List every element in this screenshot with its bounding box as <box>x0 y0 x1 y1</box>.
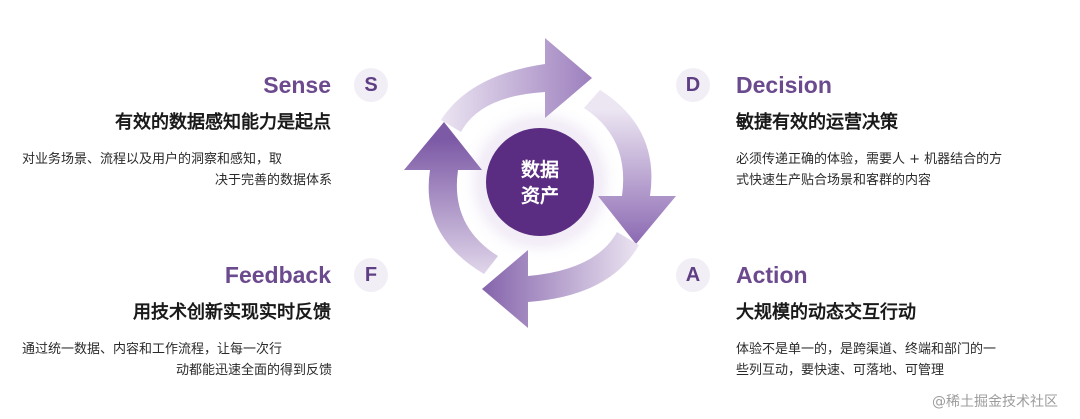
watermark: @稀土掘金技术社区 <box>932 394 1058 410</box>
arrow-bottom <box>482 232 639 328</box>
feedback-subtitle: 用技术创新实现实时反馈 <box>133 302 331 323</box>
sense-description: 对业务场景、流程以及用户的洞察和感知，取 决于完善的数据体系 <box>22 149 332 191</box>
center-label-line1: 数据 <box>521 158 559 181</box>
decision-description: 必须传递正确的体验，需要人 + 机器结合的方 式快速生产贴合场景和客群的内容 <box>736 149 1002 191</box>
action-block: Action 大规模的动态交互行动 体验不是单一的，是跨渠道、终端和部门的一 些… <box>736 261 996 381</box>
decision-subtitle: 敏捷有效的运营决策 <box>736 112 898 133</box>
decision-block: Decision 敏捷有效的运营决策 必须传递正确的体验，需要人 + 机器结合的… <box>736 71 1002 191</box>
action-desc-line1: 体验不是单一的，是跨渠道、终端和部门的一 <box>736 342 997 357</box>
feedback-title: Feedback <box>224 262 331 288</box>
decision-desc-line1: 必须传递正确的体验，需要人 + 机器结合的方 <box>736 152 1003 167</box>
center-circle <box>486 128 594 236</box>
action-title: Action <box>736 262 808 288</box>
sense-title: Sense <box>263 72 331 98</box>
decision-title: Decision <box>736 72 832 98</box>
arrow-top <box>441 38 592 132</box>
center-label-line2: 资产 <box>521 184 559 207</box>
feedback-badge: F <box>354 258 388 292</box>
feedback-desc-line1: 通过统一数据、内容和工作流程，让每一次行 <box>22 342 283 357</box>
sense-block: Sense 有效的数据感知能力是起点 <box>115 71 331 135</box>
arrow-right <box>584 90 676 244</box>
sense-desc-line2: 决于完善的数据体系 <box>214 173 332 188</box>
decision-desc-line2: 式快速生产贴合场景和客群的内容 <box>736 173 932 188</box>
feedback-desc-block: 通过统一数据、内容和工作流程，让每一次行 动都能迅速全面的得到反馈 <box>22 339 332 381</box>
feedback-block: Feedback 用技术创新实现实时反馈 <box>133 261 331 325</box>
arrow-left <box>404 122 498 274</box>
action-desc-line2: 些列互动，要快速、可落地、可管理 <box>736 363 945 378</box>
action-badge: A <box>676 258 710 292</box>
sense-desc-line1: 对业务场景、流程以及用户的洞察和感知，取 <box>22 152 283 167</box>
action-description: 体验不是单一的，是跨渠道、终端和部门的一 些列互动，要快速、可落地、可管理 <box>736 339 996 381</box>
sense-subtitle: 有效的数据感知能力是起点 <box>115 112 331 133</box>
action-subtitle: 大规模的动态交互行动 <box>736 302 916 323</box>
sense-badge: S <box>354 68 388 102</box>
sense-desc-block: 对业务场景、流程以及用户的洞察和感知，取 决于完善的数据体系 <box>22 149 332 191</box>
feedback-desc-line2: 动都能迅速全面的得到反馈 <box>175 363 332 378</box>
decision-badge: D <box>676 68 710 102</box>
feedback-description: 通过统一数据、内容和工作流程，让每一次行 动都能迅速全面的得到反馈 <box>22 339 332 381</box>
